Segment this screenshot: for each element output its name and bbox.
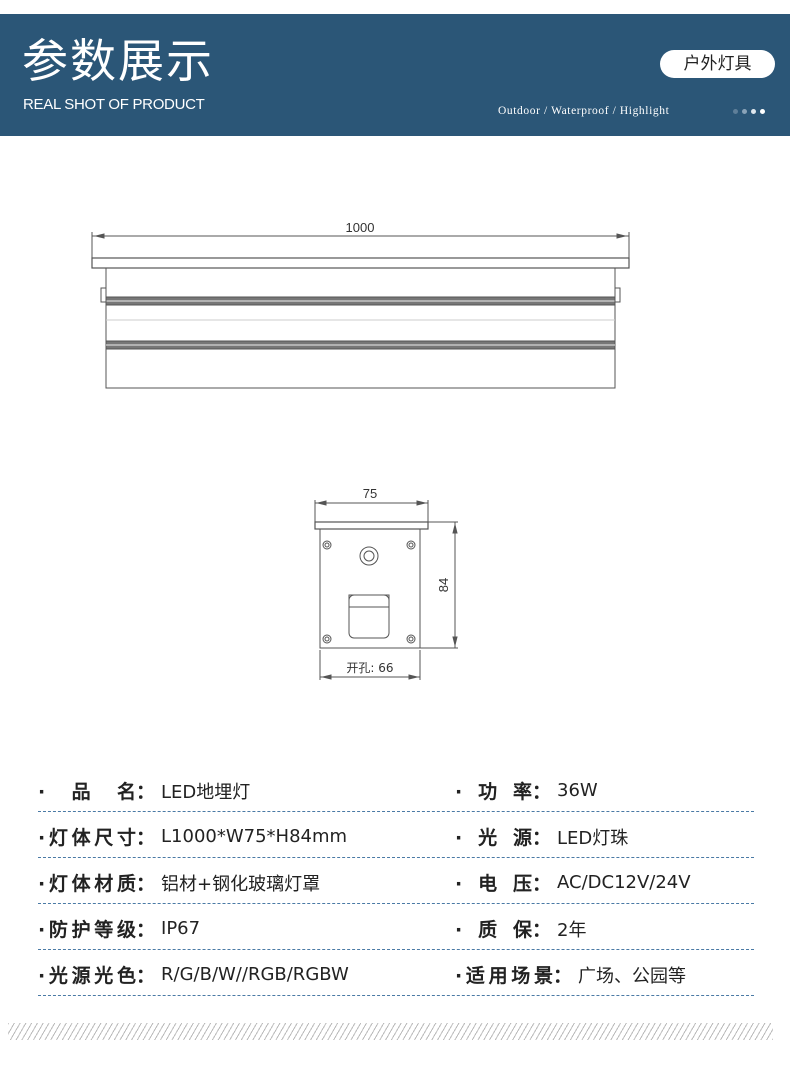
page-title: 参数展示	[22, 34, 214, 88]
spec-value: 广场、公园等	[578, 965, 687, 987]
spec-colon: ：	[136, 919, 156, 941]
spec-value: L1000*W75*H84mm	[161, 826, 348, 847]
spec-label: ·防护等级	[38, 919, 136, 941]
spec-item: ·适用场景：广场、公园等	[455, 961, 686, 988]
spec-item: ·电压：AC/DC12V/24V	[455, 869, 691, 896]
dot-icon	[760, 109, 765, 114]
category-badge: 户外灯具	[660, 50, 775, 78]
hatched-divider	[8, 1023, 773, 1040]
spec-item: ·灯体材质：铝材+钢化玻璃灯罩	[38, 869, 455, 896]
page-subtitle: REAL SHOT OF PRODUCT	[23, 96, 205, 113]
spec-colon: ：	[136, 781, 156, 803]
spec-row: ·光源光色：R/G/B/W//RGB/RGBW·适用场景：广场、公园等	[38, 950, 754, 996]
header-banner: 参数展示 REAL SHOT OF PRODUCT 户外灯具 Outdoor /…	[0, 14, 790, 136]
spec-value: LED地埋灯	[161, 781, 251, 803]
cutout-dimension: 开孔: 66	[346, 661, 393, 675]
spec-value: LED灯珠	[557, 827, 629, 849]
spec-label: ·质保	[455, 919, 532, 941]
spec-item: ·光源光色：R/G/B/W//RGB/RGBW	[38, 961, 455, 988]
spec-colon: ：	[532, 827, 552, 849]
spec-table: ·品名：LED地埋灯·功率：36W·灯体尺寸：L1000*W75*H84mm·光…	[38, 766, 754, 996]
length-dimension: 1000	[346, 220, 375, 235]
spec-label: ·品名	[38, 781, 136, 803]
spec-row: ·灯体尺寸：L1000*W75*H84mm·光源：LED灯珠	[38, 812, 754, 858]
spec-label: ·光源	[455, 827, 532, 849]
front-view: 1000	[91, 220, 630, 389]
technical-drawing: 1000 75 84	[91, 220, 630, 680]
spec-colon: ：	[553, 965, 573, 987]
spec-colon: ：	[136, 965, 156, 987]
width-dimension: 75	[363, 486, 377, 501]
spec-row: ·防护等级：IP67·质保：2年	[38, 904, 754, 950]
spec-row: ·品名：LED地埋灯·功率：36W	[38, 766, 754, 812]
dot-icon	[751, 109, 756, 114]
spec-value: 36W	[557, 780, 598, 801]
spec-item: ·品名：LED地埋灯	[38, 777, 455, 804]
spec-item: ·功率：36W	[455, 777, 598, 804]
spec-item: ·灯体尺寸：L1000*W75*H84mm	[38, 823, 455, 850]
dot-icon	[742, 109, 747, 114]
spec-item: ·质保：2年	[455, 915, 586, 942]
spec-value: IP67	[161, 918, 201, 939]
spec-colon: ：	[136, 827, 156, 849]
spec-label: ·功率	[455, 781, 532, 803]
spec-item: ·防护等级：IP67	[38, 915, 455, 942]
spec-label: ·灯体尺寸	[38, 827, 136, 849]
spec-value: 铝材+钢化玻璃灯罩	[161, 873, 321, 895]
dot-icon	[733, 109, 738, 114]
spec-label: ·光源光色	[38, 965, 136, 987]
spec-label: ·灯体材质	[38, 873, 136, 895]
spec-colon: ：	[136, 873, 156, 895]
spec-value: R/G/B/W//RGB/RGBW	[161, 964, 349, 985]
decorative-dots	[733, 109, 765, 114]
spec-label: ·适用场景	[455, 965, 553, 987]
height-dimension: 84	[436, 578, 451, 592]
spec-colon: ：	[532, 919, 552, 941]
side-view: 75 84 开孔: 66	[314, 486, 458, 680]
spec-colon: ：	[532, 873, 552, 895]
spec-item: ·光源：LED灯珠	[455, 823, 628, 850]
tagline: Outdoor / Waterproof / Highlight	[498, 105, 670, 117]
spec-label: ·电压	[455, 873, 532, 895]
spec-value: 2年	[557, 919, 587, 941]
spec-colon: ：	[532, 781, 552, 803]
spec-row: ·灯体材质：铝材+钢化玻璃灯罩·电压：AC/DC12V/24V	[38, 858, 754, 904]
spec-value: AC/DC12V/24V	[557, 872, 691, 893]
